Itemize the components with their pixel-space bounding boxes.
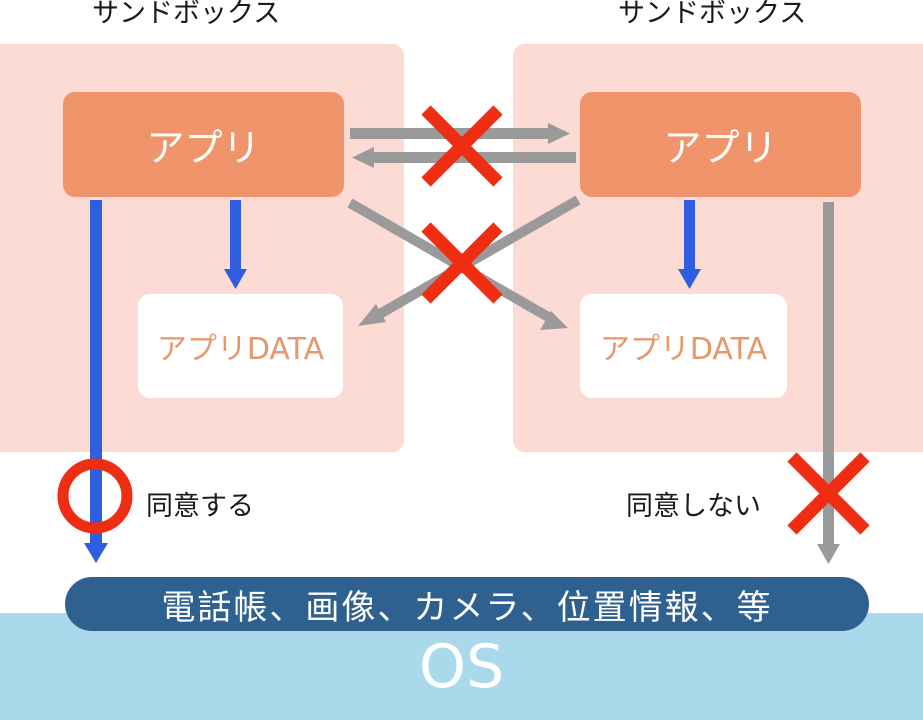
sandbox-right-label: サンドボックス	[618, 0, 807, 29]
cross-mark-icon-app-to-app	[421, 105, 503, 187]
cross-mark-icon	[421, 105, 870, 535]
app-data-box-left: アプリDATA	[138, 294, 343, 398]
arrowhead-right-app-to-left-data	[358, 304, 386, 326]
arrowhead-right-to-left-app	[352, 147, 374, 168]
cross-mark-icon-app-to-data	[421, 222, 503, 304]
app-box-right: アプリ	[580, 92, 861, 197]
cross-mark-icon-os-deny	[787, 452, 870, 535]
arrow-left-app-to-right-data	[347, 198, 553, 323]
circle-mark-icon	[57, 458, 133, 534]
sandbox-left-label: サンドボックス	[92, 0, 281, 29]
app-box-left: アプリ	[63, 92, 344, 197]
blocked-arrows	[350, 123, 840, 564]
arrowhead-left-app-to-data	[224, 269, 247, 289]
arrow-left-app-to-os	[90, 200, 102, 545]
consent-no-label: 同意しない	[626, 491, 761, 522]
arrowhead-left-to-right-app	[548, 123, 570, 144]
arrowhead-left-app-to-os	[84, 543, 108, 563]
arrow-right-app-to-data	[684, 200, 695, 270]
allowed-arrows	[84, 200, 701, 563]
resource-bar: 電話帳、画像、カメラ、位置情報、等	[65, 577, 869, 631]
arrowhead-right-app-to-data	[678, 269, 701, 289]
app-data-box-right: アプリDATA	[580, 294, 787, 398]
arrow-right-app-to-left-data	[375, 195, 581, 320]
arrowhead-left-app-to-right-data	[540, 311, 568, 330]
arrowhead-right-app-to-os	[817, 544, 840, 564]
consent-yes-label: 同意する	[146, 491, 254, 522]
arrow-right-app-to-os	[823, 202, 834, 546]
arrow-left-app-to-data	[230, 200, 241, 270]
blocked-diagonal-arrows	[347, 195, 581, 323]
